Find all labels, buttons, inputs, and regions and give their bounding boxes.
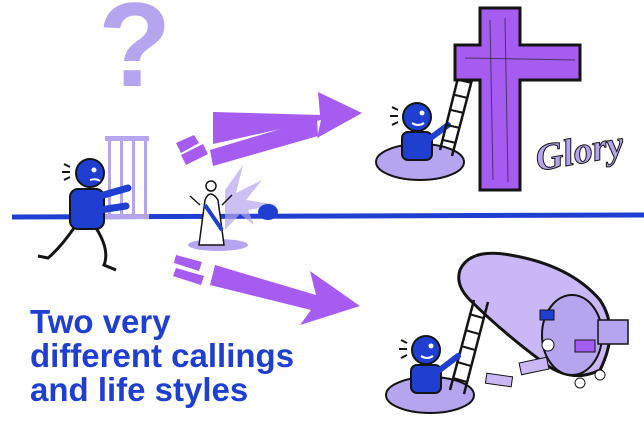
upper-scene: Glory — [376, 8, 627, 190]
prisoner-figure-icon — [38, 136, 149, 270]
caption-text: Two very different callings and life sty… — [30, 305, 360, 407]
caption-line-3: and life styles — [30, 373, 360, 407]
ladder-icon — [440, 70, 474, 156]
lower-scene — [386, 253, 628, 413]
caption-line-1: Two very — [30, 305, 360, 339]
jesus-resurrection-icon — [188, 165, 278, 251]
question-mark-icon: ? — [98, 0, 171, 112]
caption-line-2: different callings — [30, 339, 360, 373]
glory-wordart: Glory — [532, 123, 627, 180]
arrow-up-icon — [176, 92, 362, 166]
